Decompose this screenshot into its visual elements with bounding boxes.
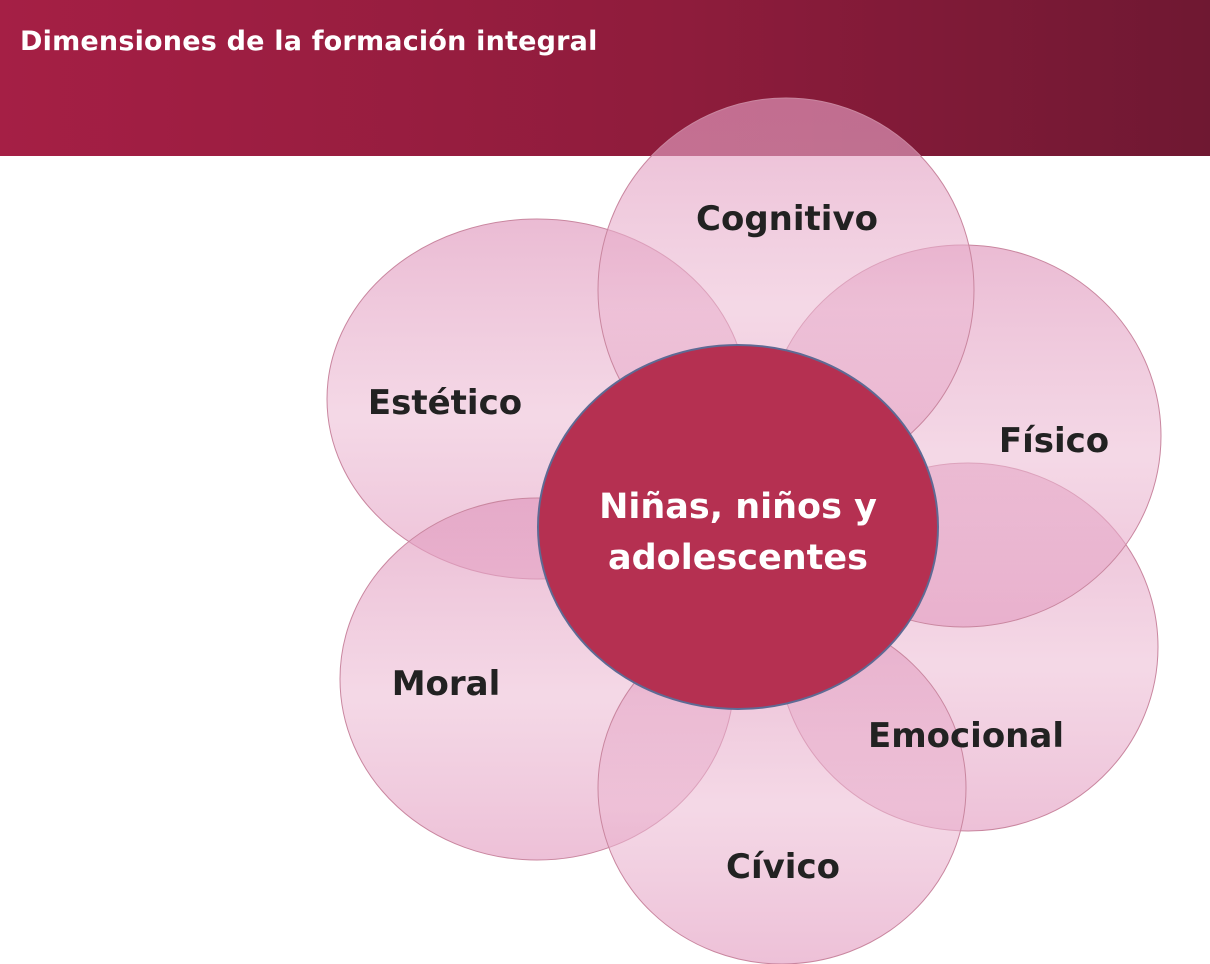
label-civico: Cívico	[726, 847, 840, 887]
label-estetico: Estético	[368, 383, 522, 423]
label-fisico: Físico	[999, 421, 1109, 461]
label-cognitivo: Cognitivo	[696, 199, 878, 239]
center-label-line2: adolescentes	[608, 538, 868, 578]
center-circle	[537, 344, 939, 710]
label-emocional: Emocional	[868, 716, 1064, 756]
page-title: Dimensiones de la formación integral	[20, 26, 598, 57]
title-banner: Dimensiones de la formación integral	[0, 0, 1210, 156]
label-moral: Moral	[392, 664, 501, 704]
center-label-line1: Niñas, niños y	[599, 487, 877, 527]
